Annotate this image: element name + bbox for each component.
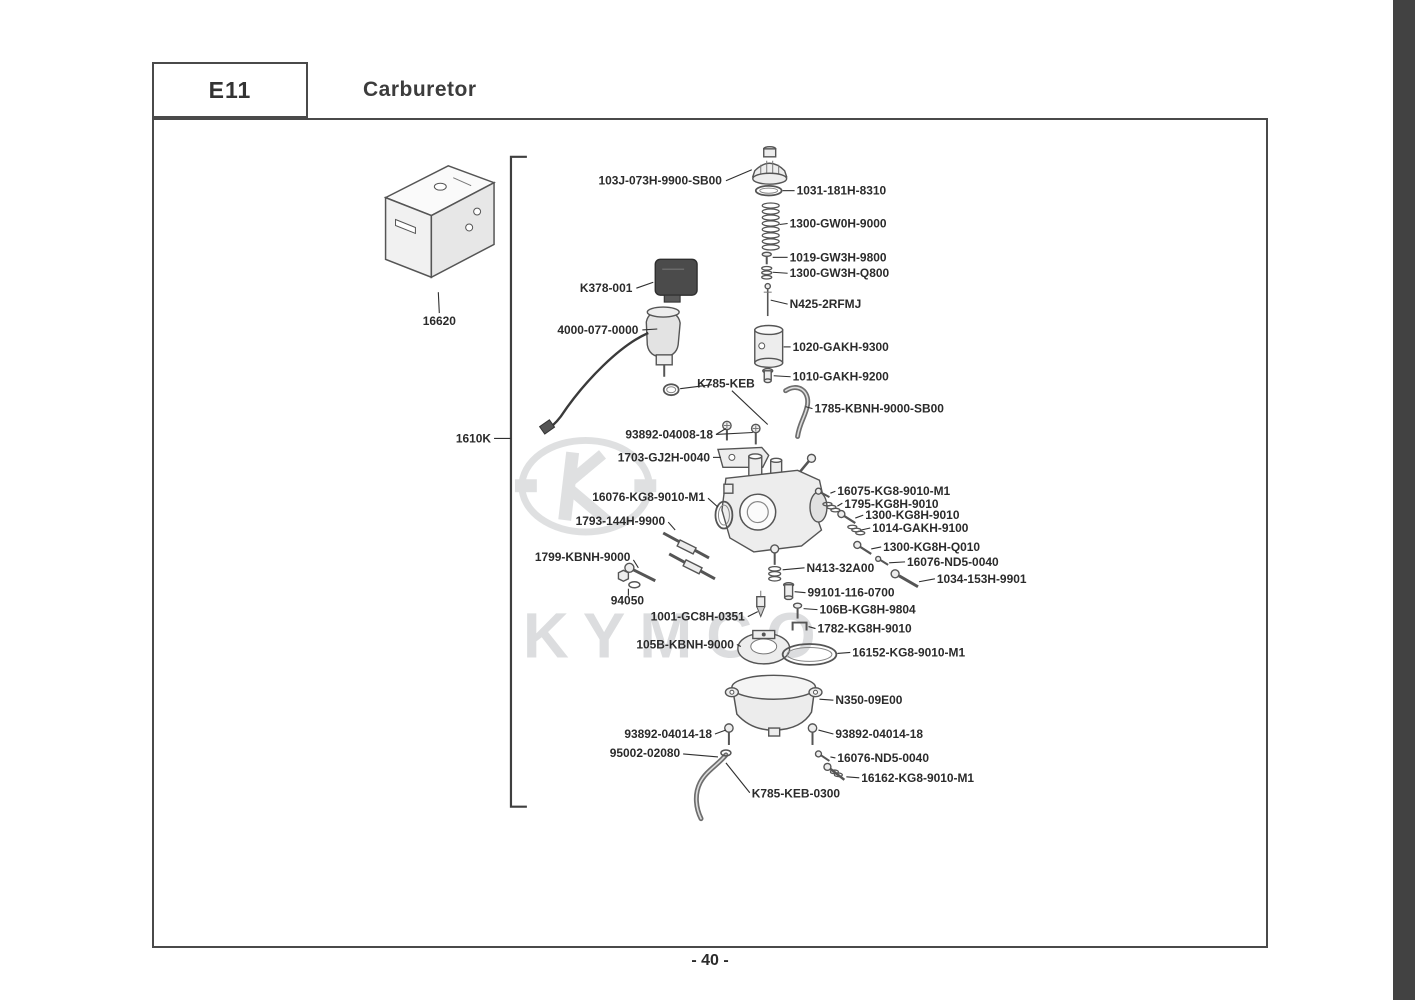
oring-16076-drawing — [714, 500, 734, 530]
part-label: K378-001 — [580, 281, 633, 295]
part-label: 4000-077-0000 — [557, 323, 638, 337]
oring-k785-drawing — [662, 383, 680, 397]
gasket-16152-drawing — [781, 643, 838, 666]
binder-strip — [1393, 0, 1415, 1000]
cap-103j-drawing — [751, 145, 788, 185]
slide-1020-drawing — [754, 324, 784, 368]
part-label: N413-32A00 — [807, 561, 875, 575]
part-label: 16076-ND5-0040 — [907, 555, 999, 569]
clip-1782-drawing — [791, 621, 808, 631]
spring-1300q800-drawing — [761, 265, 773, 280]
sensor-k378-drawing — [654, 258, 698, 303]
part-label: 93892-04014-18 — [624, 727, 712, 741]
part-label: 1785-KBNH-9000-SB00 — [814, 402, 944, 416]
diagram-frame: KYMCO — [152, 118, 1268, 948]
float-105b-drawing — [737, 629, 791, 665]
studs-1793-drawing — [662, 531, 716, 581]
leader-lines — [437, 169, 936, 794]
grommet-1010-drawing — [762, 367, 774, 384]
page-number: - 40 - — [691, 952, 729, 969]
exploded-diagram: KYMCO — [383, 145, 1027, 822]
part-label: 93892-04008-18 — [625, 427, 713, 441]
needle-n425-drawing — [763, 282, 772, 317]
section-code: E11 — [208, 76, 252, 103]
part-label: 1799-KBNH-9000 — [535, 550, 631, 564]
carburetor-body-drawing — [721, 453, 828, 553]
screws-93892-04014-drawing — [724, 723, 818, 745]
part-label: 1001-GC8H-0351 — [651, 610, 746, 624]
part-label: 16162-KG8-9010-M1 — [861, 771, 974, 785]
tube-95002-drawing — [693, 749, 732, 822]
part-label: 1793-144H-9900 — [576, 514, 666, 528]
spring-1300gw0h-drawing — [761, 202, 780, 251]
part-label: 1034-153H-9901 — [937, 572, 1027, 586]
part-label: 94050 — [611, 594, 645, 608]
part-drawings — [383, 145, 919, 822]
valve-1001-drawing — [756, 590, 766, 618]
jet-99101-drawing — [782, 582, 795, 601]
part-label: 1703-GJ2H-0040 — [618, 450, 711, 464]
part-label: 16152-KG8-9010-M1 — [852, 645, 965, 659]
bowl-n350-drawing — [724, 674, 823, 737]
bracket-16620-drawing — [383, 164, 496, 279]
part-label: 1031-181H-8310 — [797, 184, 887, 198]
part-label: 16076-ND5-0040 — [837, 751, 929, 765]
tube-1785-drawing — [783, 385, 811, 439]
part-label: 1300-KG8H-9010 — [865, 508, 960, 522]
part-label: K785-KEB-0300 — [752, 787, 841, 801]
page-title: Carburetor — [363, 78, 477, 101]
bystarter-4000-drawing — [538, 306, 681, 435]
section-code-box: E11 — [152, 62, 308, 118]
part-label: 1782-KG8H-9010 — [817, 622, 912, 636]
bolt-1799-drawing — [624, 562, 656, 583]
part-label: 1300-KG8H-Q010 — [883, 540, 980, 554]
part-label: 16620 — [423, 314, 457, 328]
part-label: K785-KEB — [697, 377, 755, 391]
oring-1031-drawing — [754, 184, 783, 197]
screw-n413-drawing — [768, 544, 782, 582]
part-label: 1010-GAKH-9200 — [793, 370, 890, 384]
part-label: 16076-KG8-9010-M1 — [592, 490, 705, 504]
part-label: 93892-04014-18 — [835, 727, 923, 741]
part-label: 16075-KG8-9010-M1 — [837, 484, 950, 498]
part-label: 1610K — [456, 431, 492, 445]
seat-1019-drawing — [761, 251, 772, 265]
screw-16162-drawing — [823, 762, 846, 781]
part-label: 1300-GW0H-9000 — [790, 216, 887, 230]
assembly-bracket-1610k — [509, 155, 527, 808]
screw-cluster-right-drawing — [814, 487, 919, 589]
part-label: 1020-GAKH-9300 — [793, 340, 890, 354]
part-label: 1795-KG8H-9010 — [844, 497, 939, 511]
part-labels: 103J-073H-9900-SB00 K378-001 4000-077-00… — [423, 174, 1027, 801]
pin-16076-bottom-drawing — [814, 750, 830, 762]
part-label: 1019-GW3H-9800 — [790, 250, 887, 264]
part-label: 95002-02080 — [610, 746, 681, 760]
part-label: N425-2RFMJ — [790, 297, 862, 311]
screw-106b-drawing — [792, 602, 803, 619]
part-label: 1014-GAKH-9100 — [872, 521, 969, 535]
part-label: 106B-KG8H-9804 — [819, 603, 916, 617]
part-label: N350-09E00 — [835, 693, 902, 707]
nut-94050-drawing — [617, 569, 641, 589]
part-label: 99101-116-0700 — [808, 586, 895, 600]
screws-93892-04008-drawing — [722, 420, 761, 445]
part-label: 105B-KBNH-9000 — [636, 637, 734, 651]
part-label: 103J-073H-9900-SB00 — [598, 174, 722, 188]
part-label: 1300-GW3H-Q800 — [790, 266, 890, 280]
watermark-logo — [514, 436, 657, 536]
